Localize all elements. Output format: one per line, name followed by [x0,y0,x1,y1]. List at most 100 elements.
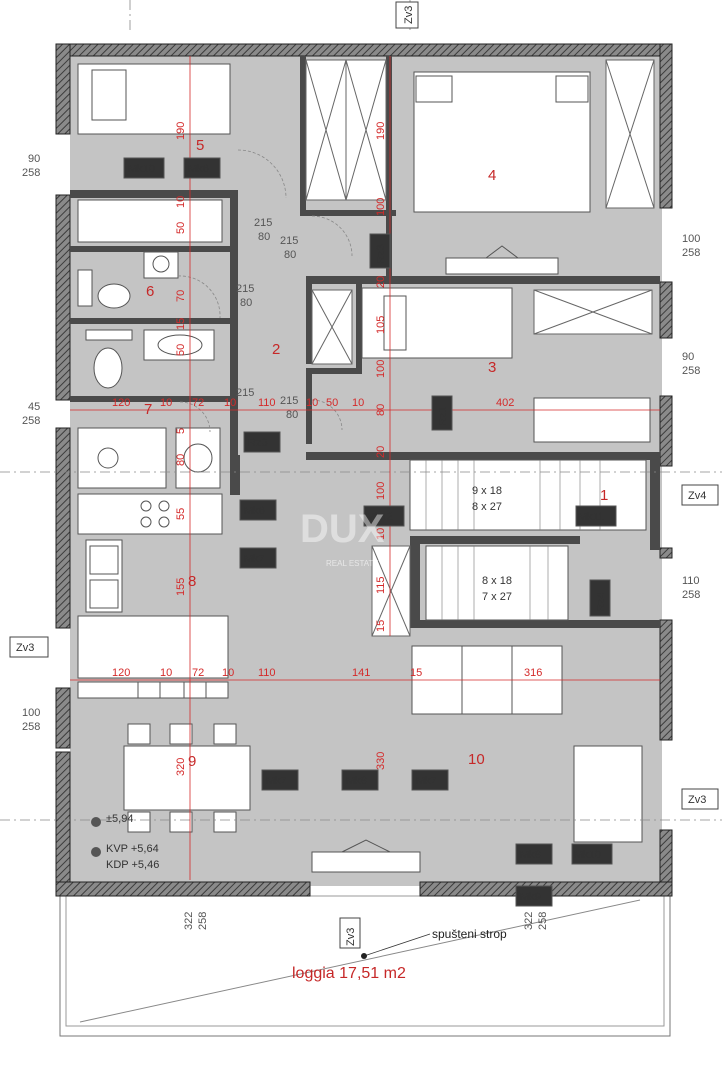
tag-mk9: Mk9 [520,891,541,903]
level-marker-icon [91,817,101,827]
dim-label: 320 [175,758,187,776]
dim-label: 100 [375,360,387,378]
door-swings [177,149,353,433]
dim-label: 50 [175,344,187,356]
dim-label: 80 [175,454,187,466]
room-numbers: 1 2 3 4 5 6 7 8 9 10 [144,137,608,770]
dim-label: 190 [175,122,187,140]
door-dim: 80 [258,231,270,243]
window-dim: 45 [28,401,40,413]
dim-label: 110 [258,667,276,679]
tag-mk6: Mk6 [188,163,209,175]
dim-label: 10 [224,397,236,409]
tag-mk7: Mk7 [266,775,287,787]
section-mark-zv3: Zv3 [688,794,706,806]
dim-label: 115 [375,576,387,594]
window-dim: 258 [682,365,700,377]
stair-label: 8 x 27 [472,501,502,513]
window-dim: 258 [22,721,40,733]
room-number: 7 [144,401,152,418]
tag-mk10: Mk10 [128,163,155,175]
dim-label: 15 [175,318,187,330]
dim-label: 100 [375,198,387,216]
door-dim: 215 [254,217,272,229]
section-mark-zv3: Zv3 [403,6,415,24]
dim-label: 50 [326,397,338,409]
dim-label: 10 [160,667,172,679]
window-dim: 258 [197,912,209,930]
dim-label: 10 [352,397,364,409]
window-dim: 322 [523,912,535,930]
dim-label: 190 [375,122,387,140]
window-dim: 258 [682,589,700,601]
room-number: 9 [188,753,196,770]
window-dim: 258 [537,912,549,930]
dim-label: 72 [192,667,204,679]
dim-label: 15 [410,667,422,679]
window-dim: 90 [682,351,694,363]
tag-mk8: Mk8 [346,775,367,787]
tag-mk12: Mk12 [366,511,393,523]
dim-label: 50 [175,222,187,234]
dim-label: 330 [375,752,387,770]
room-number: 4 [488,167,496,184]
door-dim: 215 [236,387,254,399]
dim-label: 5 [175,428,187,434]
dim-label: 105 [375,316,387,334]
furniture [77,63,651,873]
room-number: 1 [600,487,608,504]
window-dim: 258 [682,247,700,259]
dim-label: 402 [496,397,514,409]
dimension-lines [70,56,660,880]
tag-rz1: Rz1 [437,406,449,426]
room-number: 8 [188,573,196,590]
stair-label: 8 x 18 [482,575,512,587]
dim-label: 15 [375,620,387,632]
dim-label: 316 [524,667,542,679]
stair-label: 9 x 18 [472,485,502,497]
door-dim: 80 [240,297,252,309]
dim-label: 120 [112,667,130,679]
level-marker-icon [91,847,101,857]
dim-label: 155 [175,578,187,596]
window-dim: 100 [682,233,700,245]
loggia-area [59,895,671,1037]
dim-label: 20 [375,276,387,288]
room-number: 10 [468,751,485,768]
level-floor: ±5,94 [106,813,133,825]
tag-mk8: Mk8 [520,849,541,861]
dim-label: 100 [375,482,387,500]
dim-label: 70 [175,290,187,302]
level-kdp: KDP +5,46 [106,859,159,871]
window-dim: 322 [183,912,195,930]
level-kvp: KVP +5,64 [106,843,159,855]
wardrobes [305,59,655,637]
window-dim: 110 [682,575,700,587]
dim-label: 141 [352,667,370,679]
window-dim: 90 [28,153,40,165]
dim-label: 55 [175,508,187,520]
tag-mk10: Mk10 [574,849,601,861]
room-number: 5 [196,137,204,154]
section-mark-zv3: Zv3 [345,928,357,946]
dim-label: 20 [375,446,387,458]
tag-mk7: Mk7 [416,775,437,787]
tag-rz3: Rz3 [375,244,387,264]
watermark-sub: REAL ESTATE [326,559,379,568]
dim-label: 10 [222,667,234,679]
door-dim: 215 [280,235,298,247]
section-mark-zv4: Zv4 [688,490,706,502]
room-number: 3 [488,359,496,376]
window-dim: 258 [22,167,40,179]
dim-label: 110 [258,397,276,409]
watermark-logo: DUX [300,507,385,551]
room-number: 6 [146,283,154,300]
callout-dot-icon [361,953,367,959]
tag-mk11: Mk11 [578,511,604,523]
stairs [409,459,647,621]
dim-label: 72 [192,397,204,409]
door-dim: 215 [280,395,298,407]
room-number: 2 [272,341,280,358]
section-mark-zv3: Zv3 [16,642,34,654]
